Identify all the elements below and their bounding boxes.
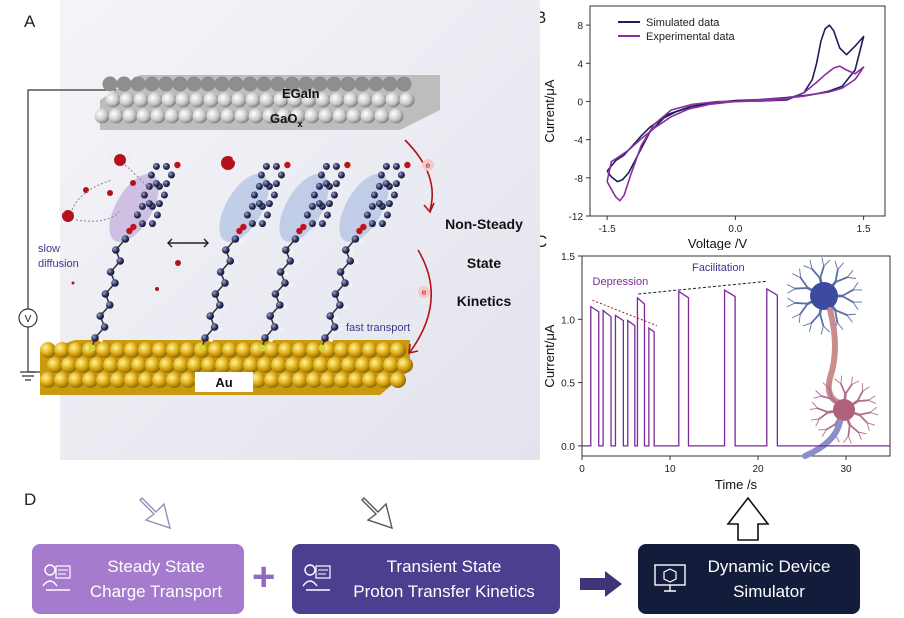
svg-text:e: e bbox=[426, 161, 431, 170]
x-tick-label: -1.5 bbox=[598, 224, 616, 235]
flow-arrows bbox=[139, 496, 770, 597]
electron-transfer-arrow-top bbox=[404, 139, 433, 211]
hollow-arrow-icon bbox=[139, 497, 171, 530]
exchange-arrow-icon bbox=[167, 238, 209, 248]
y-tick-label: 4 bbox=[577, 59, 583, 70]
simulator-box: Dynamic Device Simulator bbox=[638, 544, 860, 614]
egain-electrode bbox=[94, 75, 440, 130]
up-arrow-icon bbox=[726, 496, 770, 541]
y-axis-label: Current/μA bbox=[542, 79, 557, 142]
egain-label: EGaIn bbox=[282, 86, 320, 101]
electron-icon bbox=[418, 286, 430, 298]
y-tick-label: -4 bbox=[574, 136, 583, 147]
transient-state-line1: Transient State bbox=[386, 557, 502, 576]
simulator-line2: Simulator bbox=[733, 582, 805, 601]
panel-label-d: D bbox=[24, 490, 37, 509]
y-tick-label: 0 bbox=[577, 97, 583, 108]
depression-label: Depression bbox=[593, 276, 649, 288]
neuron-illustration bbox=[786, 257, 879, 459]
diffusion-label: diffusion bbox=[38, 258, 79, 270]
oxide-label: GaOx bbox=[270, 111, 302, 129]
legend-label: Simulated data bbox=[646, 17, 720, 29]
panel-label-b: B bbox=[535, 8, 547, 27]
y-axis-label: Current/μA bbox=[542, 324, 557, 387]
x-axis-label: Time /s bbox=[715, 477, 758, 490]
plot-frame bbox=[581, 255, 891, 457]
x-tick-label: 0.0 bbox=[728, 224, 742, 235]
au-label-box bbox=[195, 372, 253, 392]
y-tick-label: 1.5 bbox=[561, 252, 575, 263]
x-axis-label: Voltage /V bbox=[688, 236, 748, 250]
electron-transfer-arrow-bottom bbox=[409, 249, 433, 353]
molecular-monolayer bbox=[88, 161, 411, 352]
electron-icon bbox=[422, 159, 434, 171]
y-tick-label: -12 bbox=[569, 212, 584, 223]
x-tick-label: 30 bbox=[840, 464, 852, 475]
slow-label: slow bbox=[38, 243, 60, 255]
person-idea-icon bbox=[42, 564, 71, 591]
y-tick-label: -8 bbox=[574, 174, 583, 185]
y-tick-label: 1.0 bbox=[561, 315, 575, 326]
svg-text:e: e bbox=[422, 288, 427, 297]
y-tick-label: 8 bbox=[577, 21, 583, 32]
kinetics-line-2: State bbox=[467, 255, 501, 271]
kinetics-line-3: Kinetics bbox=[457, 293, 512, 309]
ground-icon bbox=[20, 371, 36, 381]
x-tick-label: 1.5 bbox=[857, 224, 871, 235]
series-line-1 bbox=[606, 65, 865, 202]
voltmeter-icon bbox=[18, 308, 38, 328]
steady-state-line1: Steady State bbox=[107, 557, 205, 576]
panel-a-illustration: V EGaIn GaOx Au slow diffusion fast tran… bbox=[18, 0, 540, 460]
legend-label: Experimental data bbox=[646, 31, 736, 43]
transient-state-line2: Proton Transfer Kinetics bbox=[353, 582, 535, 601]
monitor-icon bbox=[654, 564, 686, 592]
fast-transport-label: fast transport bbox=[346, 322, 410, 334]
facilitation-label: Facilitation bbox=[692, 262, 745, 274]
y-tick-label: 0.5 bbox=[561, 379, 575, 390]
plus-sign: + bbox=[252, 555, 276, 599]
y-tick-label: 0.0 bbox=[561, 442, 575, 453]
panel-label-a: A bbox=[24, 12, 36, 31]
x-tick-label: 10 bbox=[664, 464, 676, 475]
hollow-arrow-icon bbox=[361, 497, 393, 530]
right-arrow-icon bbox=[580, 571, 622, 597]
pulse-trace bbox=[582, 287, 890, 447]
steady-state-box: Steady State Charge Transport bbox=[32, 544, 244, 614]
x-tick-label: 20 bbox=[752, 464, 764, 475]
series-line-0 bbox=[606, 24, 865, 183]
depression-arrow bbox=[592, 299, 657, 327]
water-molecules bbox=[59, 151, 244, 291]
kinetics-line-1: Non-Steady bbox=[445, 216, 523, 232]
transient-state-box: Transient State Proton Transfer Kinetics bbox=[292, 544, 560, 614]
x-tick-label: 0 bbox=[579, 464, 585, 475]
au-label: Au bbox=[215, 375, 232, 390]
simulator-line1: Dynamic Device bbox=[707, 557, 831, 576]
person-idea-icon bbox=[302, 564, 331, 591]
facilitation-arrow bbox=[638, 280, 767, 295]
voltmeter-label: V bbox=[25, 314, 32, 325]
plot-frame bbox=[589, 5, 886, 217]
steady-state-line2: Charge Transport bbox=[89, 582, 223, 601]
